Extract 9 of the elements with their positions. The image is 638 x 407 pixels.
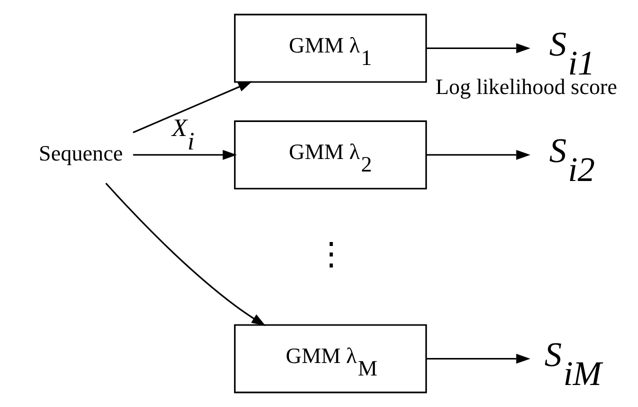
arrow [104, 182, 266, 326]
node-text: Sequence [38, 140, 122, 166]
node-label: Log likelihood score [435, 74, 617, 100]
arrow [426, 354, 530, 364]
arrow [426, 43, 530, 54]
arrow [132, 150, 236, 160]
arrow [426, 150, 530, 160]
arrow [132, 81, 252, 134]
label: ⋮ [315, 236, 346, 272]
